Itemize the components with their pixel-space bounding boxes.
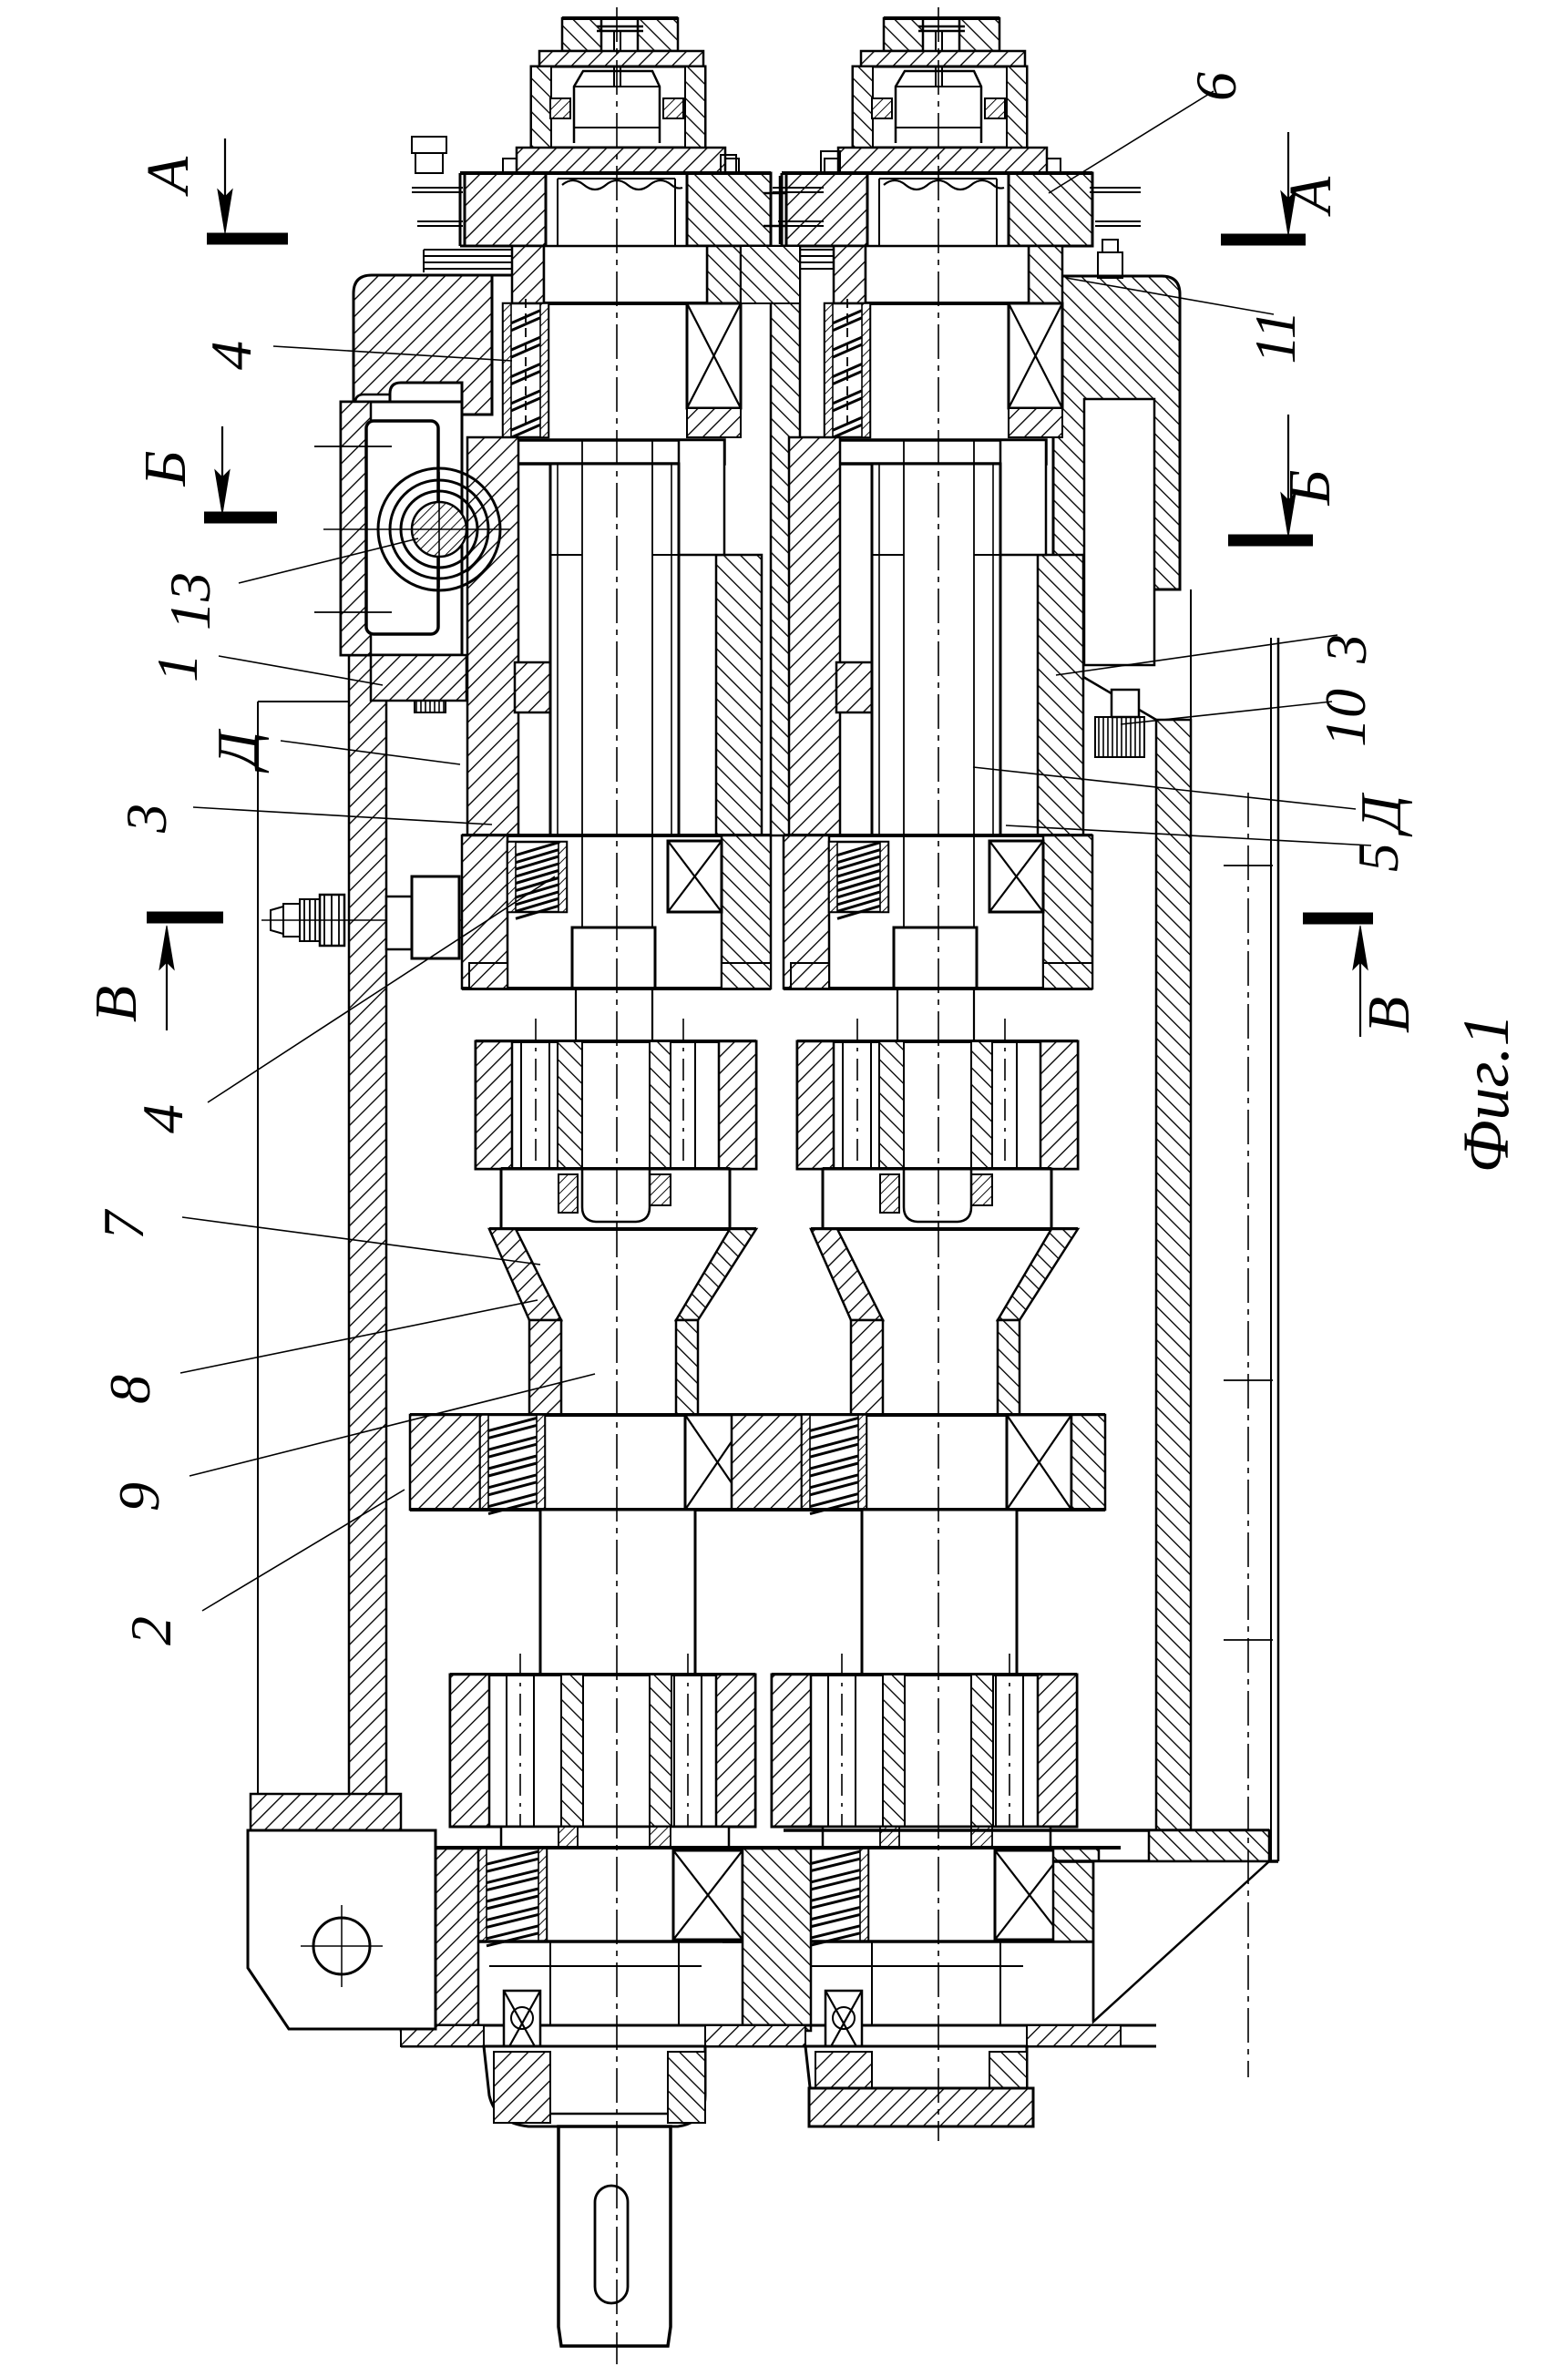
svg-text:6: 6 <box>1184 72 1248 101</box>
svg-text:11: 11 <box>1243 310 1307 364</box>
svg-text:Д: Д <box>1348 792 1413 836</box>
svg-text:Д: Д <box>205 728 270 773</box>
svg-text:9: 9 <box>107 1482 171 1511</box>
svg-text:1: 1 <box>145 653 210 682</box>
svg-text:3: 3 <box>1314 634 1378 664</box>
svg-text:В: В <box>1356 997 1422 1033</box>
svg-text:А: А <box>1277 176 1344 217</box>
svg-text:2: 2 <box>118 1616 183 1645</box>
svg-text:5: 5 <box>1346 843 1410 872</box>
svg-text:7: 7 <box>91 1208 156 1240</box>
svg-text:8: 8 <box>97 1375 162 1404</box>
svg-text:Б: Б <box>132 451 199 487</box>
svg-text:4: 4 <box>199 341 263 370</box>
svg-text:Фиг.1: Фиг.1 <box>1450 1013 1522 1173</box>
svg-text:10: 10 <box>1313 689 1378 747</box>
svg-text:В: В <box>83 986 149 1022</box>
svg-text:А: А <box>135 156 201 197</box>
svg-text:3: 3 <box>114 804 179 834</box>
svg-text:13: 13 <box>158 572 222 630</box>
svg-text:Б: Б <box>1276 470 1343 507</box>
svg-text:4: 4 <box>130 1104 195 1133</box>
